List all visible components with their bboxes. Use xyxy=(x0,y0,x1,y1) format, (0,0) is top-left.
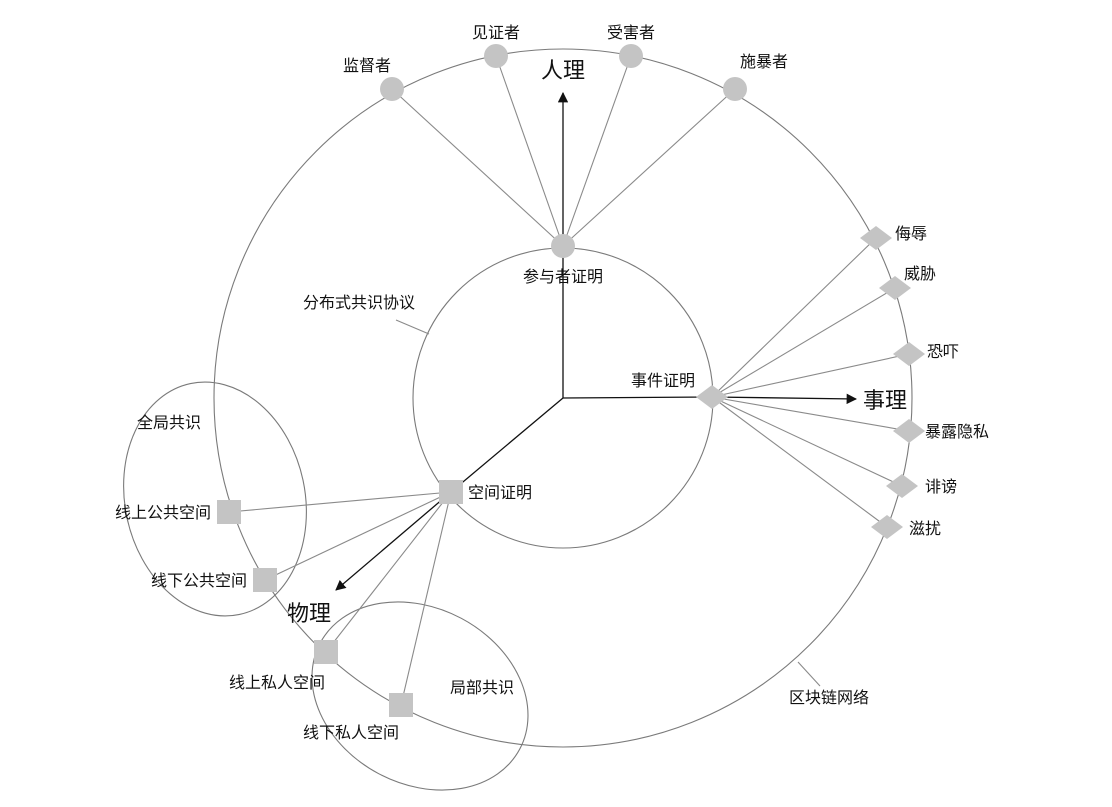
space-label-offline-public: 线下公共空间 xyxy=(151,571,247,590)
space-node-offline-public xyxy=(253,568,277,592)
link-perpetrator xyxy=(562,88,736,247)
event-label-intimidation: 恐吓 xyxy=(927,342,959,361)
people-axis-label: 人理 xyxy=(541,59,585,84)
link-intimidation xyxy=(711,353,910,398)
link-privacy-exposure xyxy=(711,396,910,432)
participant-node-victim xyxy=(619,44,643,68)
affairs-axis-label: 事理 xyxy=(863,389,907,414)
space-node-online-public xyxy=(217,500,241,524)
outer-blockchain-circle xyxy=(213,48,913,748)
space-node-offline-private xyxy=(389,693,413,717)
affairs-axis-arrow xyxy=(711,393,858,405)
participant-proof-label: 参与者证明 xyxy=(523,267,603,286)
participant-label-victim: 受害者 xyxy=(607,23,655,42)
event-label-threat: 威胁 xyxy=(904,264,936,283)
event-label-defamation: 诽谤 xyxy=(925,477,957,496)
link-harassment xyxy=(711,396,888,528)
event-label-harassment: 滋扰 xyxy=(909,519,941,538)
global-consensus-ellipse xyxy=(123,381,307,617)
space-label-online-public: 线上公共空间 xyxy=(115,503,211,522)
outer-circle-leader-line xyxy=(797,661,821,687)
spoke-to-event xyxy=(562,396,713,399)
event-nodes xyxy=(696,226,925,539)
space-nodes xyxy=(217,480,463,717)
event-label-privacy-exposure: 暴露隐私 xyxy=(925,422,989,441)
link-offline-private xyxy=(400,491,452,706)
inner-circle-label: 分布式共识协议 xyxy=(303,293,415,312)
spoke-to-space xyxy=(450,397,564,493)
event-node-intimidation xyxy=(893,342,925,366)
global-consensus-label: 全局共识 xyxy=(137,413,201,432)
participant-node-perpetrator xyxy=(723,77,747,101)
event-node-privacy-exposure xyxy=(893,419,925,443)
participant-nodes xyxy=(380,44,747,258)
event-node-defamation xyxy=(886,474,918,498)
space-hub-node xyxy=(439,480,463,504)
participant-label-witness: 见证者 xyxy=(472,23,520,42)
participant-links xyxy=(391,55,736,247)
participant-node-supervisor xyxy=(380,77,404,101)
outer-circle-label: 区块链网络 xyxy=(789,688,869,707)
event-node-insult xyxy=(860,226,892,250)
event-links xyxy=(711,237,910,528)
link-victim xyxy=(562,55,632,247)
space-label-offline-private: 线下私人空间 xyxy=(303,723,399,742)
space-proof-label: 空间证明 xyxy=(468,483,532,502)
space-label-online-private: 线上私人空间 xyxy=(229,673,325,692)
event-proof-label: 事件证明 xyxy=(631,371,695,390)
link-online-public xyxy=(228,491,452,513)
link-offline-public xyxy=(264,491,452,581)
participant-label-supervisor: 监督者 xyxy=(343,56,391,75)
event-node-threat xyxy=(879,276,911,300)
physical-axis-arrow xyxy=(335,491,452,591)
event-node-harassment xyxy=(871,515,903,539)
link-online-private xyxy=(325,491,452,653)
link-defamation xyxy=(711,396,903,487)
participant-label-perpetrator: 施暴者 xyxy=(740,52,788,71)
link-witness xyxy=(495,55,564,247)
inner-circle-leader-line xyxy=(395,319,430,335)
link-supervisor xyxy=(391,88,564,247)
space-links xyxy=(228,491,452,706)
event-hub-node xyxy=(696,385,728,409)
link-threat xyxy=(711,287,896,398)
participant-node-witness xyxy=(484,44,508,68)
space-node-online-private xyxy=(314,640,338,664)
physical-axis-label: 物理 xyxy=(287,602,331,627)
participant-hub-node xyxy=(551,234,575,258)
local-consensus-label: 局部共识 xyxy=(450,678,514,697)
link-insult xyxy=(711,237,877,398)
event-label-insult: 侮辱 xyxy=(895,224,927,243)
